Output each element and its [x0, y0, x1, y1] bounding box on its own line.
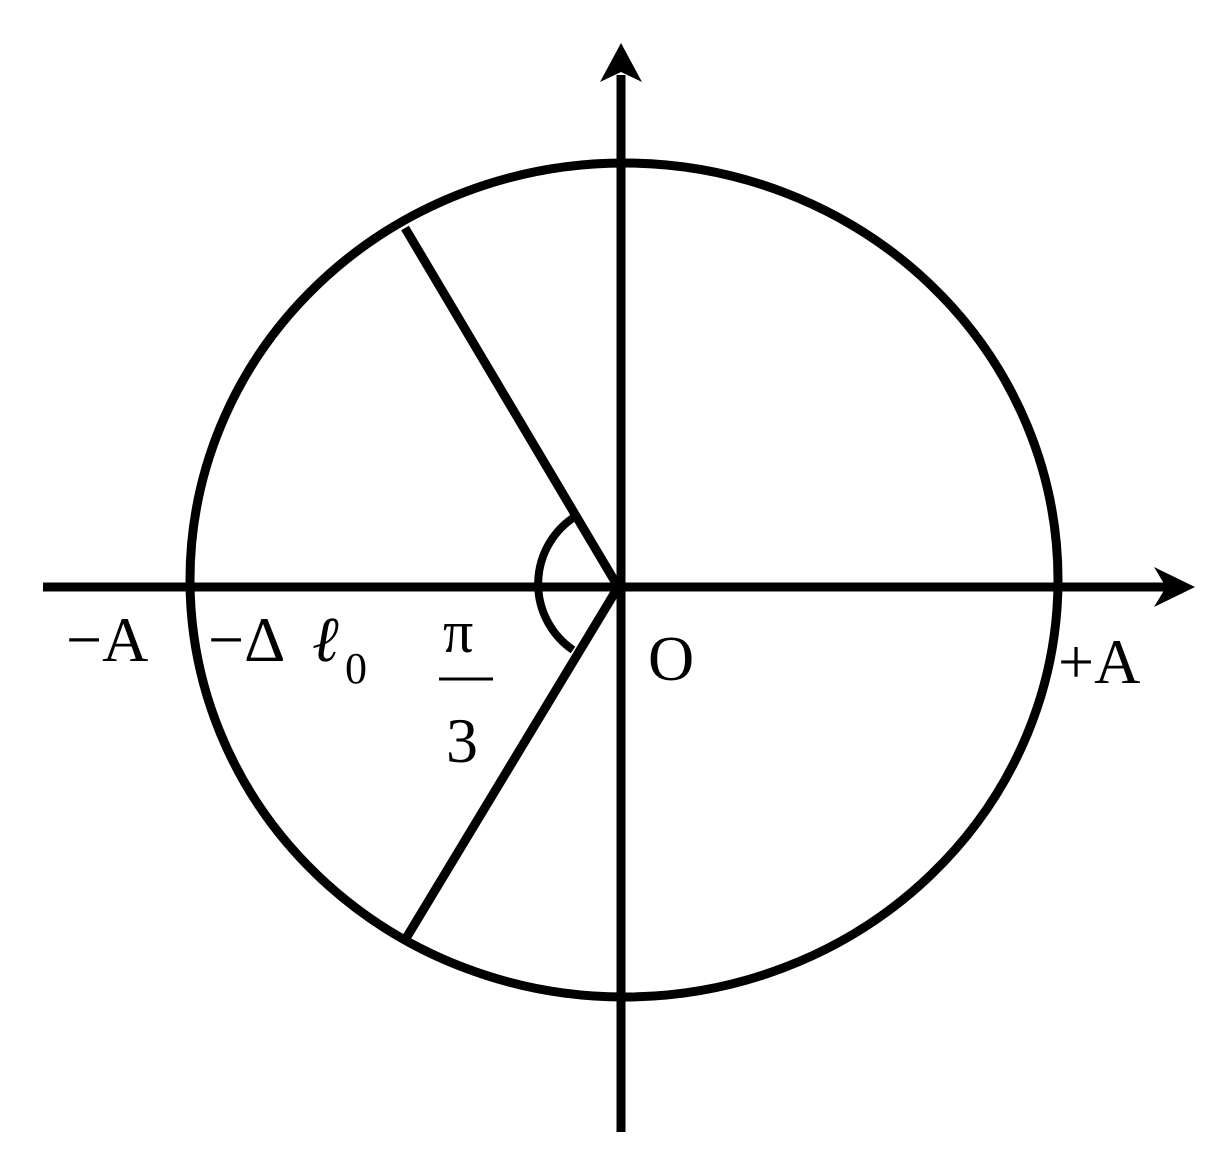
- x-axis-arrow-icon: [1154, 567, 1195, 607]
- label-pi: π: [443, 599, 473, 665]
- y-axis-arrow-icon: [600, 43, 642, 82]
- label-pos-amplitude: +A: [1058, 626, 1140, 697]
- label-neg-amplitude: −A: [66, 604, 148, 675]
- angle-arc: [534, 512, 579, 654]
- label-ell: ℓ: [312, 604, 339, 675]
- label-ell-subscript: 0: [345, 644, 367, 693]
- label-origin: O: [648, 623, 694, 694]
- label-neg-delta: −Δ: [208, 604, 285, 675]
- radius-upper: [401, 225, 621, 588]
- label-denominator: 3: [446, 705, 478, 776]
- radius-lower: [401, 586, 621, 943]
